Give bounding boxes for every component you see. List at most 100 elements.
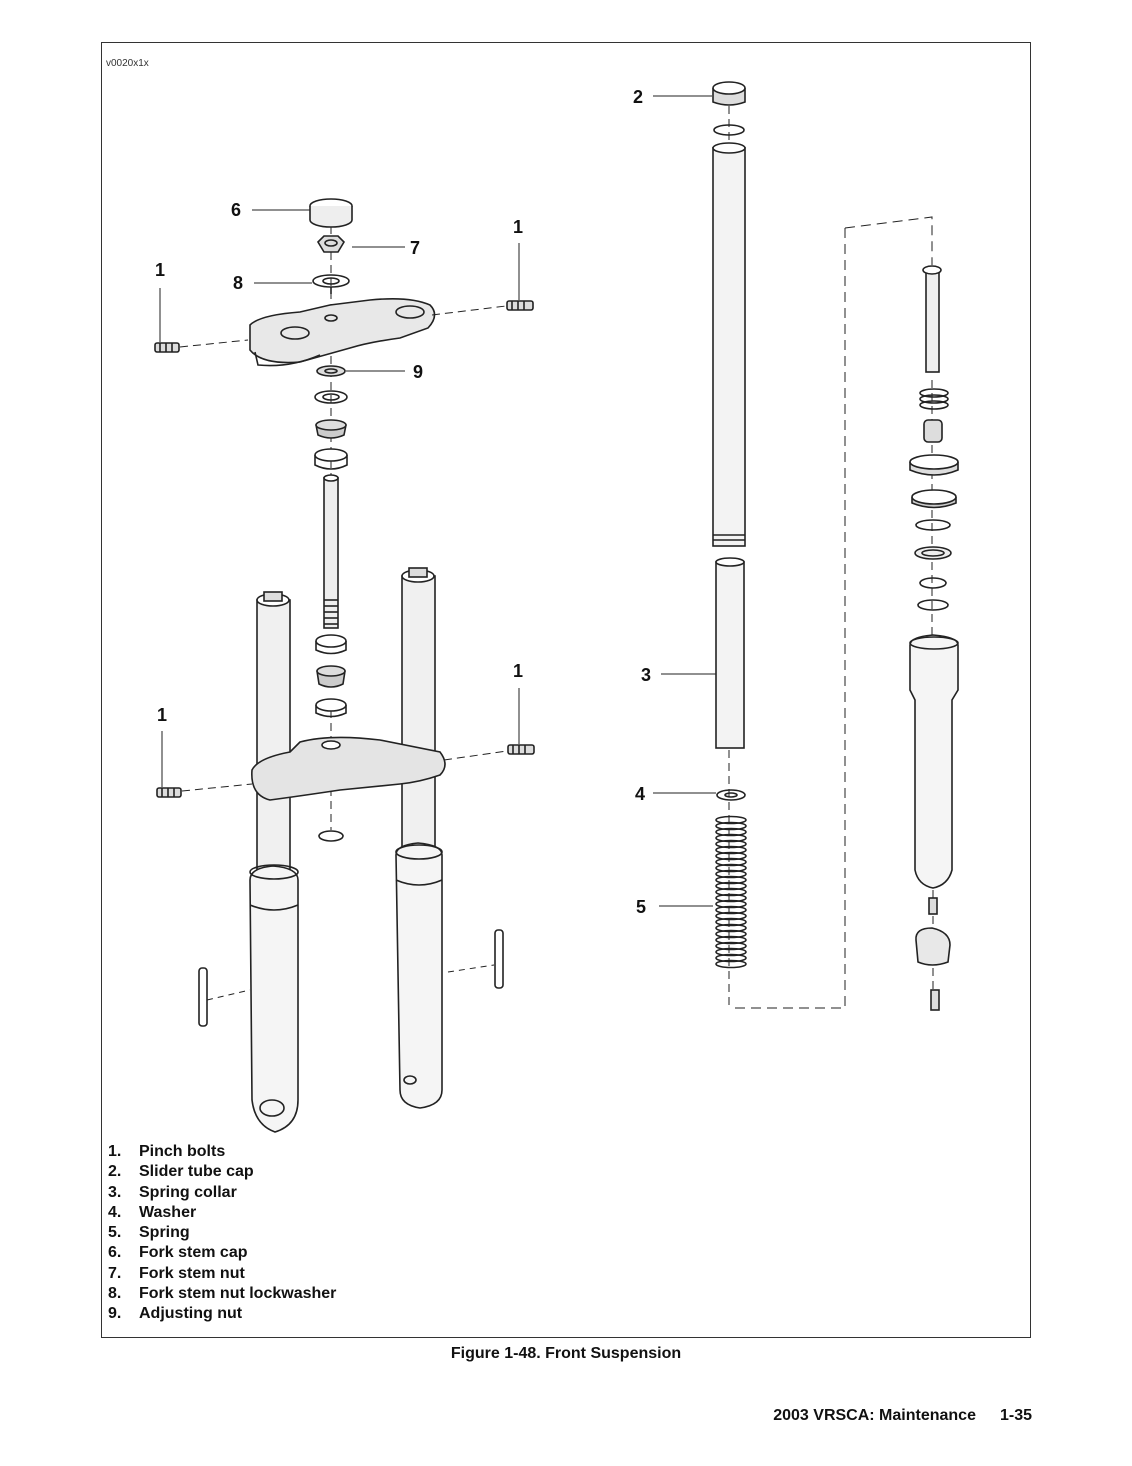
spring-coil xyxy=(715,947,747,957)
clamp-screw xyxy=(930,989,940,1011)
left-fork-slider xyxy=(249,864,299,1133)
o-ring xyxy=(713,124,745,136)
spring-coil xyxy=(715,911,747,921)
fork-inner-tube xyxy=(712,142,746,547)
spring-coil xyxy=(715,839,747,849)
upper-fork-bracket xyxy=(249,298,436,367)
washer xyxy=(716,789,746,801)
adjusting-nut xyxy=(316,365,346,377)
slider-bushing xyxy=(917,577,949,611)
reflector-bracket xyxy=(447,929,504,989)
legend-item: 1. Pinch bolts xyxy=(108,1142,336,1162)
spring-coil xyxy=(715,857,747,867)
legend-text: Fork stem cap xyxy=(139,1244,248,1262)
legend-item: 4. Washer xyxy=(108,1203,336,1223)
callout-8: 8 xyxy=(233,273,243,293)
lower-fork-bracket xyxy=(251,736,446,801)
callout-1-upper-left: 1 xyxy=(155,260,165,280)
fork-slider-body xyxy=(909,634,959,889)
legend-item: 6. Fork stem cap xyxy=(108,1243,336,1263)
figure-id: v0020x1x xyxy=(106,58,149,69)
slider-tube-cap xyxy=(712,81,746,106)
spring-coil xyxy=(715,899,747,909)
callout-1-lower-left: 1 xyxy=(157,705,167,725)
spring-coil xyxy=(715,953,747,963)
legend-text: Fork stem nut lockwasher xyxy=(139,1285,337,1303)
legend-number: 9. xyxy=(108,1305,122,1323)
right-fork-slider xyxy=(395,842,443,1109)
spring-coil xyxy=(715,935,747,945)
callout-4: 4 xyxy=(635,784,645,804)
spring-coil xyxy=(715,917,747,927)
pinch-bolt xyxy=(154,342,180,353)
fork-stem-cap xyxy=(309,198,353,228)
retaining-ring xyxy=(318,830,344,842)
fork-stem xyxy=(323,474,339,629)
left-fork-tube xyxy=(256,591,291,876)
spring-coil xyxy=(715,851,747,861)
spring-coil xyxy=(715,923,747,933)
spring-coil xyxy=(715,827,747,837)
spring-coil xyxy=(715,905,747,915)
legend-text: Adjusting nut xyxy=(139,1305,243,1323)
spring-coil xyxy=(715,815,747,825)
fork-stem-lockwasher xyxy=(312,274,350,294)
spring-coil xyxy=(715,833,747,843)
callout-9: 9 xyxy=(413,362,423,382)
spring-coil xyxy=(715,887,747,897)
spring-coil xyxy=(715,863,747,873)
spring xyxy=(715,815,747,969)
spring-collar xyxy=(715,557,745,749)
dust-seal xyxy=(909,454,959,476)
legend-text: Washer xyxy=(139,1203,197,1221)
legend-text: Pinch bolts xyxy=(139,1143,226,1160)
legend-number: 6. xyxy=(108,1244,122,1262)
spring-coil xyxy=(715,821,747,831)
callout-7: 7 xyxy=(410,238,420,258)
page-footer: 2003 VRSCA: Maintenance 1-35 xyxy=(773,1407,1032,1425)
rebound-spring xyxy=(919,388,949,410)
legend-number: 8. xyxy=(108,1285,122,1303)
legend-text: Spring xyxy=(139,1224,190,1242)
legend-item: 3. Spring collar xyxy=(108,1183,336,1203)
pinch-bolt xyxy=(156,787,182,798)
figure-caption: Figure 1-48. Front Suspension xyxy=(450,1345,682,1362)
legend-text: Spring collar xyxy=(139,1183,237,1201)
spring-coil xyxy=(715,893,747,903)
callout-6: 6 xyxy=(231,200,241,220)
spring-coil xyxy=(715,875,747,885)
oil-seal xyxy=(911,489,957,509)
figure-frame xyxy=(101,42,1031,1338)
pinch-bolt xyxy=(507,744,535,755)
legend-number: 5. xyxy=(108,1224,122,1242)
pinch-bolt xyxy=(506,300,534,311)
legend-number: 2. xyxy=(108,1163,122,1181)
callout-5: 5 xyxy=(636,897,646,917)
spring-coil xyxy=(715,929,747,939)
lower-bearing-set xyxy=(315,634,347,718)
legend-item: 8. Fork stem nut lockwasher xyxy=(108,1284,336,1304)
legend-item: 9. Adjusting nut xyxy=(108,1304,336,1324)
retaining-clip xyxy=(915,519,951,531)
spring-coil xyxy=(715,881,747,891)
legend-number: 4. xyxy=(108,1203,122,1221)
damper-rod xyxy=(922,265,942,373)
seal-spacer xyxy=(914,546,952,560)
spring-coil xyxy=(715,941,747,951)
legend-number: 3. xyxy=(108,1183,122,1201)
legend-text: Slider tube cap xyxy=(139,1163,254,1181)
upper-bearing-set xyxy=(314,390,348,470)
page-number: 1-35 xyxy=(999,1407,1032,1424)
legend-item: 2. Slider tube cap xyxy=(108,1162,336,1182)
spring-coil xyxy=(715,869,747,879)
right-fork-tube xyxy=(401,567,436,862)
callout-1-upper-right: 1 xyxy=(513,217,523,237)
callout-1-lower-right: 1 xyxy=(513,661,523,681)
fork-stem-nut xyxy=(316,235,346,253)
legend-number: 7. xyxy=(108,1264,122,1282)
callout-3: 3 xyxy=(641,665,651,685)
legend-number: 1. xyxy=(108,1143,122,1160)
footer-title: 2003 VRSCA: Maintenance xyxy=(773,1407,976,1424)
reflector-bracket xyxy=(198,967,251,1027)
